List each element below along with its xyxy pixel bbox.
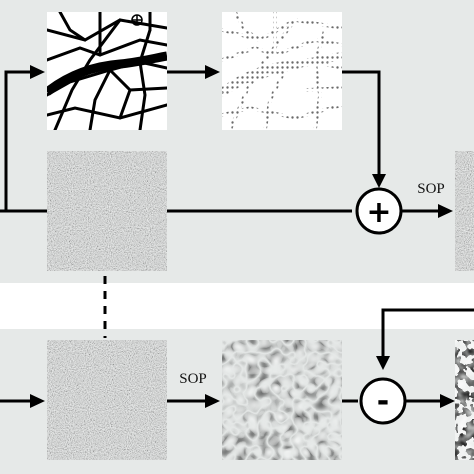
plus-operator: + — [355, 187, 403, 235]
sop-label-bottom: SOP — [179, 371, 207, 387]
top-flow-connectors — [0, 70, 438, 213]
top-flow-arrowheads — [30, 65, 453, 218]
bottom-flow-arrowheads — [30, 356, 455, 408]
noise-tile-top — [47, 151, 167, 271]
sop-pattern-tile — [222, 340, 342, 460]
sop-label-top: SOP — [417, 181, 445, 197]
map-tile — [47, 12, 167, 130]
output-tile-top — [455, 151, 474, 271]
noise-tile-bottom — [47, 340, 167, 460]
sampled-map-tile — [222, 12, 342, 130]
minus-operator: - — [359, 377, 407, 425]
bottom-flow-connectors — [0, 308, 474, 403]
output-tile-bottom — [455, 340, 474, 460]
plus-symbol: + — [366, 195, 391, 230]
minus-symbol: - — [377, 384, 389, 419]
